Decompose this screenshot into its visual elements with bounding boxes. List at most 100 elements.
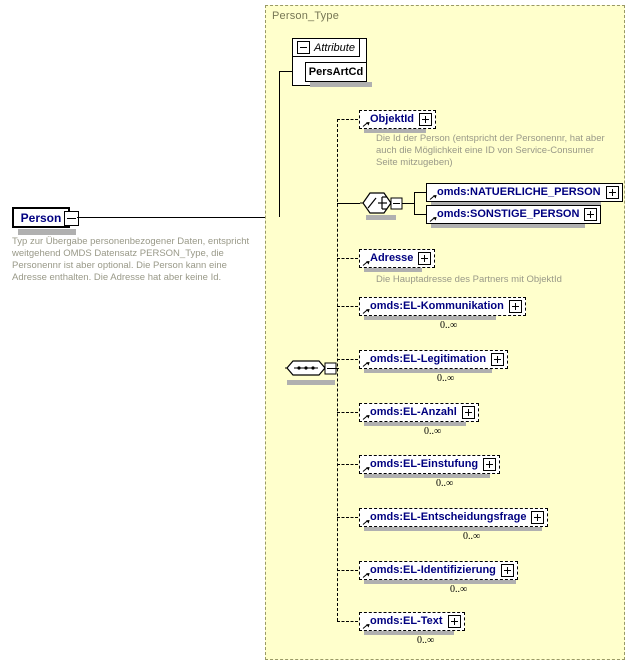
connector-choice-option-1 xyxy=(414,192,426,193)
element-el-anzahl[interactable]: omds:EL-Anzahl xyxy=(359,403,479,422)
connector-sequence-to-spine xyxy=(331,368,339,369)
adresse-expand-icon[interactable] xyxy=(418,252,432,265)
el-legitimation-cardinality: 0..∞ xyxy=(437,373,455,384)
connector-children-spine xyxy=(337,119,338,621)
attribute-collapse-toggle-icon[interactable] xyxy=(297,41,310,54)
connector-trunk-vertical xyxy=(279,71,280,217)
element-arrow-icon xyxy=(363,623,369,629)
element-el-einstufung-label: omds:EL-Einstufung xyxy=(370,458,479,470)
element-el-anzahl-label: omds:EL-Anzahl xyxy=(370,406,457,418)
element-objektid-label: ObjektId xyxy=(370,113,415,125)
element-arrow-icon xyxy=(363,121,369,127)
connector-to-el-anzahl xyxy=(337,412,358,413)
element-el-kommunikation[interactable]: omds:EL-Kommunikation xyxy=(359,297,526,316)
element-arrow-icon xyxy=(363,414,369,420)
person-element-box[interactable]: Person xyxy=(12,207,70,228)
el-identifizierung-shadow xyxy=(364,579,516,584)
sequence-compositor-node[interactable] xyxy=(281,357,337,381)
choice-node-shadow xyxy=(366,215,396,220)
connector-to-el-text xyxy=(337,621,358,622)
connector-to-adresse xyxy=(337,258,358,259)
el-anzahl-cardinality: 0..∞ xyxy=(424,426,442,437)
element-natuerliche-person[interactable]: omds:NATUERLICHE_PERSON xyxy=(426,183,623,202)
sonstige-person-expand-icon[interactable] xyxy=(584,208,598,221)
sequence-icon xyxy=(285,360,337,376)
element-adresse[interactable]: Adresse xyxy=(359,249,436,268)
element-adresse-label: Adresse xyxy=(370,252,414,264)
element-natuerliche-person-label: omds:NATUERLICHE_PERSON xyxy=(437,186,601,198)
element-el-kommunikation-label: omds:EL-Kommunikation xyxy=(370,300,504,312)
el-kommunikation-shadow xyxy=(364,315,496,320)
attribute-persartcd-box[interactable]: PersArtCd xyxy=(305,62,367,82)
objektid-expand-icon[interactable] xyxy=(419,113,433,126)
el-kommunikation-expand-icon[interactable] xyxy=(508,300,522,313)
el-entscheidungsfrage-shadow xyxy=(364,526,542,531)
el-einstufung-cardinality: 0..∞ xyxy=(436,478,454,489)
sonstige-person-shadow xyxy=(431,223,585,228)
element-arrow-icon xyxy=(363,519,369,525)
el-anzahl-expand-icon[interactable] xyxy=(461,406,475,419)
connector-person-to-type xyxy=(77,217,265,218)
element-arrow-icon xyxy=(363,466,369,472)
objektid-shadow xyxy=(364,128,426,133)
attribute-group-header[interactable]: Attribute xyxy=(292,38,360,57)
element-arrow-icon xyxy=(430,216,436,222)
adresse-description: Die Hauptadresse des Partners mit Objekt… xyxy=(376,274,562,285)
element-el-einstufung[interactable]: omds:EL-Einstufung xyxy=(359,455,501,474)
connector-choice-out xyxy=(402,203,414,204)
el-text-cardinality: 0..∞ xyxy=(417,635,435,646)
natuerliche-person-shadow xyxy=(431,201,601,206)
element-arrow-icon xyxy=(363,260,369,266)
element-arrow-icon xyxy=(363,361,369,367)
person-description: Typ zur Übergabe personenbezogener Daten… xyxy=(12,236,250,283)
sequence-node-shadow xyxy=(287,380,335,385)
element-el-text[interactable]: omds:EL-Text xyxy=(359,612,465,631)
el-entscheidungsfrage-cardinality: 0..∞ xyxy=(463,531,481,542)
person-collapse-toggle-icon[interactable] xyxy=(64,211,79,226)
connector-to-el-einstufung xyxy=(337,464,358,465)
element-el-entscheidungsfrage-label: omds:EL-Entscheidungsfrage xyxy=(370,511,527,523)
attribute-group-label: Attribute xyxy=(314,41,355,54)
connector-to-objektid xyxy=(337,119,358,120)
element-sonstige-person-label: omds:SONSTIGE_PERSON xyxy=(437,208,580,220)
objektid-description: Die Id der Person (entspricht der Person… xyxy=(376,133,605,168)
element-el-text-label: omds:EL-Text xyxy=(370,615,443,627)
el-einstufung-expand-icon[interactable] xyxy=(483,458,497,471)
element-el-legitimation-label: omds:EL-Legitimation xyxy=(370,353,487,365)
element-el-entscheidungsfrage[interactable]: omds:EL-Entscheidungsfrage xyxy=(359,508,549,527)
el-identifizierung-expand-icon[interactable] xyxy=(500,564,514,577)
persartcd-box-shadow xyxy=(310,82,372,87)
el-legitimation-expand-icon[interactable] xyxy=(491,353,505,366)
connector-choice-option-2 xyxy=(414,214,426,215)
el-identifizierung-cardinality: 0..∞ xyxy=(450,584,468,595)
el-text-shadow xyxy=(364,630,454,635)
choice-compositor-node[interactable] xyxy=(360,190,404,216)
natuerliche-person-expand-icon[interactable] xyxy=(605,186,619,199)
el-anzahl-shadow xyxy=(364,421,466,426)
person-type-container xyxy=(265,5,625,660)
person-box-shadow xyxy=(18,229,76,235)
connector-to-attribute-group xyxy=(279,71,292,72)
connector-to-el-legitimation xyxy=(337,359,358,360)
el-kommunikation-cardinality: 0..∞ xyxy=(440,320,458,331)
element-arrow-icon xyxy=(363,308,369,314)
element-el-identifizierung[interactable]: omds:EL-Identifizierung xyxy=(359,561,518,580)
choice-icon xyxy=(360,192,403,214)
element-el-identifizierung-label: omds:EL-Identifizierung xyxy=(370,564,496,576)
connector-to-choice xyxy=(337,203,360,204)
el-einstufung-shadow xyxy=(364,473,490,478)
connector-to-el-kommunikation xyxy=(337,306,358,307)
attribute-persartcd-label: PersArtCd xyxy=(308,66,364,78)
element-arrow-icon xyxy=(363,572,369,578)
person-element-label: Person xyxy=(20,210,62,225)
element-arrow-icon xyxy=(430,194,436,200)
person-type-label: Person_Type xyxy=(272,10,340,22)
element-el-legitimation[interactable]: omds:EL-Legitimation xyxy=(359,350,509,369)
el-text-expand-icon[interactable] xyxy=(447,615,461,628)
adresse-shadow xyxy=(364,267,422,272)
el-legitimation-shadow xyxy=(364,368,492,373)
element-sonstige-person[interactable]: omds:SONSTIGE_PERSON xyxy=(426,205,602,224)
connector-to-el-identifizierung xyxy=(337,570,358,571)
element-objektid[interactable]: ObjektId xyxy=(359,110,437,129)
el-entscheidungsfrage-expand-icon[interactable] xyxy=(531,511,545,524)
